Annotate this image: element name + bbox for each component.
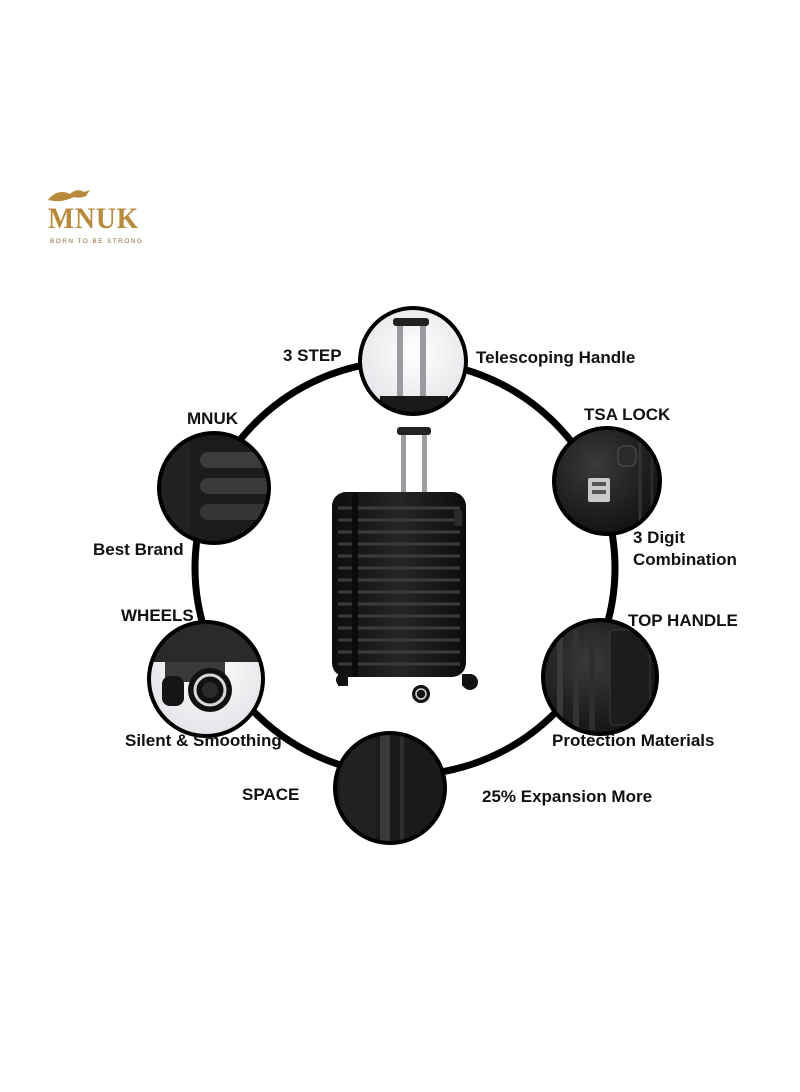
- protection-label: Protection Materials: [552, 731, 715, 750]
- brand-label: MNUK: [187, 409, 238, 428]
- handle-step-label: 3 STEP: [283, 346, 342, 365]
- lock-digit-label: 3 Digit: [633, 528, 685, 547]
- brand-logo: MNUK BORN TO BE STRONG: [44, 186, 144, 250]
- top-handle-detail-image: [541, 618, 659, 736]
- wheels-label: WHEELS: [121, 606, 194, 625]
- lock-combination-label: Combination: [633, 550, 737, 569]
- suitcase-image: [332, 427, 478, 703]
- best-brand-label: Best Brand: [93, 540, 184, 559]
- expansion-label: 25% Expansion More: [482, 787, 653, 806]
- wheels-detail-image: [147, 620, 265, 738]
- handle-feature-label: Telescoping Handle: [476, 348, 636, 367]
- brand-detail-image: [157, 431, 271, 545]
- handle-detail-image: [358, 306, 468, 416]
- expansion-detail-image: [333, 731, 447, 845]
- tsa-lock-detail-image: [552, 426, 662, 536]
- wheels-feature-label: Silent & Smoothing: [125, 731, 282, 750]
- horse-icon: [48, 190, 90, 202]
- top-handle-label: TOP HANDLE: [628, 611, 738, 630]
- logo-tagline: BORN TO BE STRONG: [50, 238, 144, 245]
- tsa-lock-label: TSA LOCK: [584, 405, 671, 424]
- logo-wordmark: MNUK: [48, 202, 140, 235]
- space-label: SPACE: [242, 785, 300, 804]
